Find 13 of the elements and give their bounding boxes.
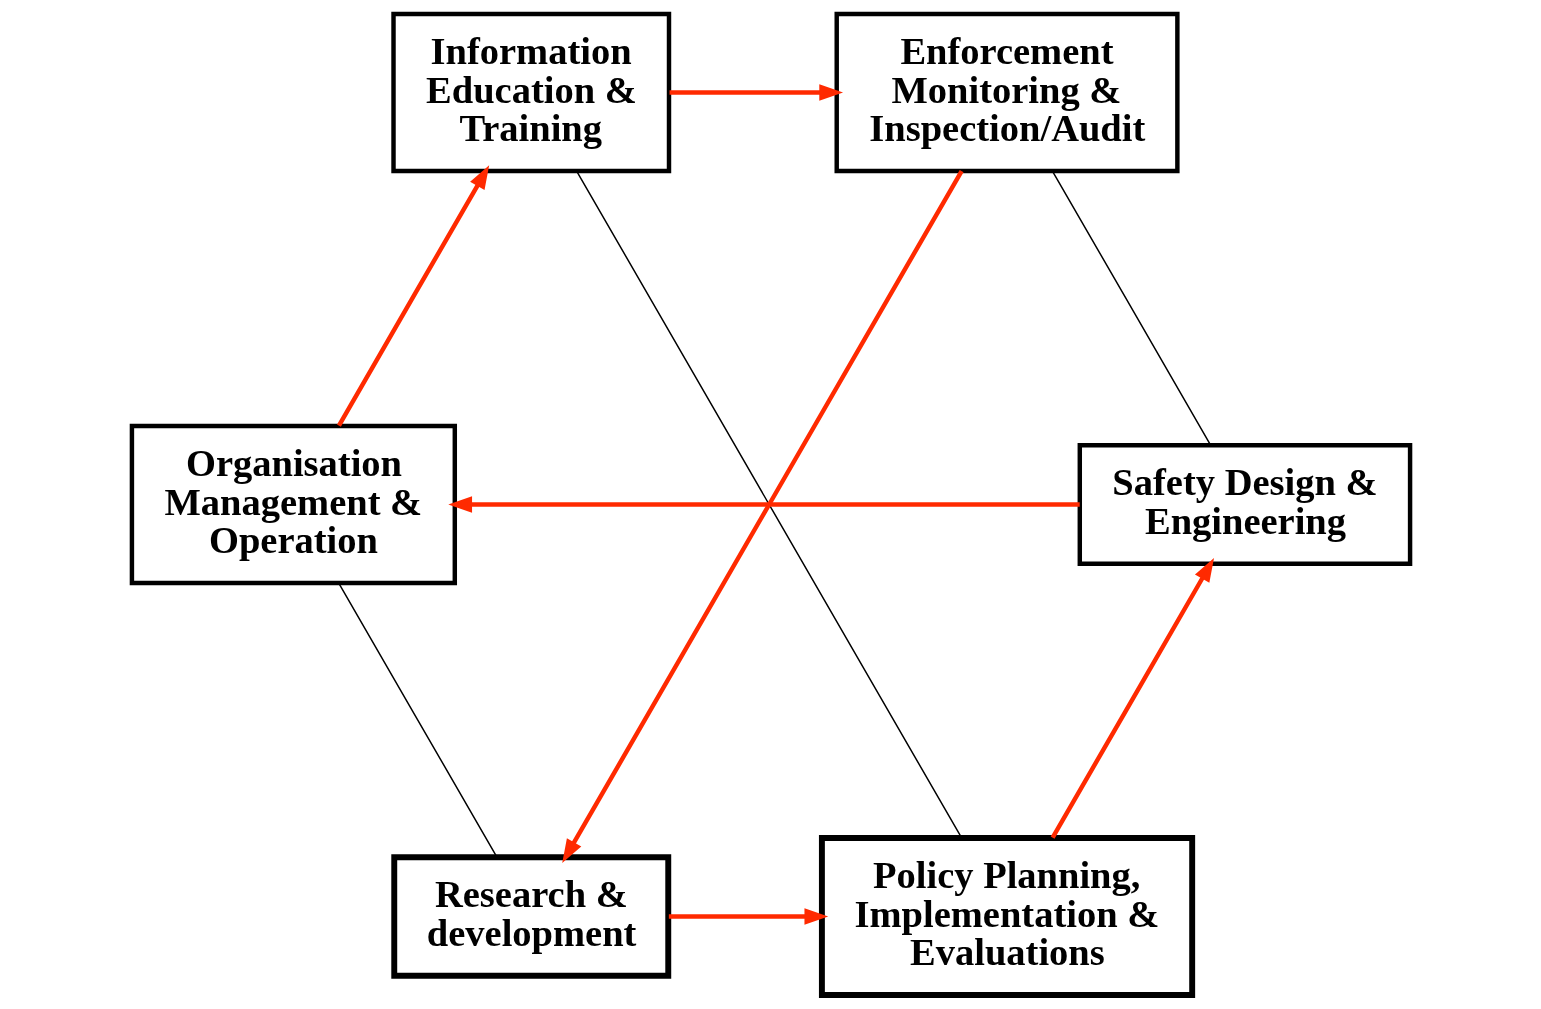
arrow (1050, 558, 1214, 839)
node-box: Information Education & Training (390, 11, 671, 174)
arrow (668, 908, 828, 925)
arrow (336, 165, 489, 427)
node-box: Policy Planning, Implementation & Evaluations (818, 835, 1195, 998)
node-box: Safety Design & Engineering (1077, 443, 1412, 566)
node-box: Organisation Management & Operation (129, 423, 457, 586)
connector (337, 582, 498, 858)
arrow (447, 496, 1080, 513)
connector (1051, 170, 1211, 446)
node-box: Enforcement Monitoring & Inspection/Audit (834, 11, 1180, 174)
arrow (669, 84, 843, 101)
node-box: Research & development (390, 854, 671, 979)
